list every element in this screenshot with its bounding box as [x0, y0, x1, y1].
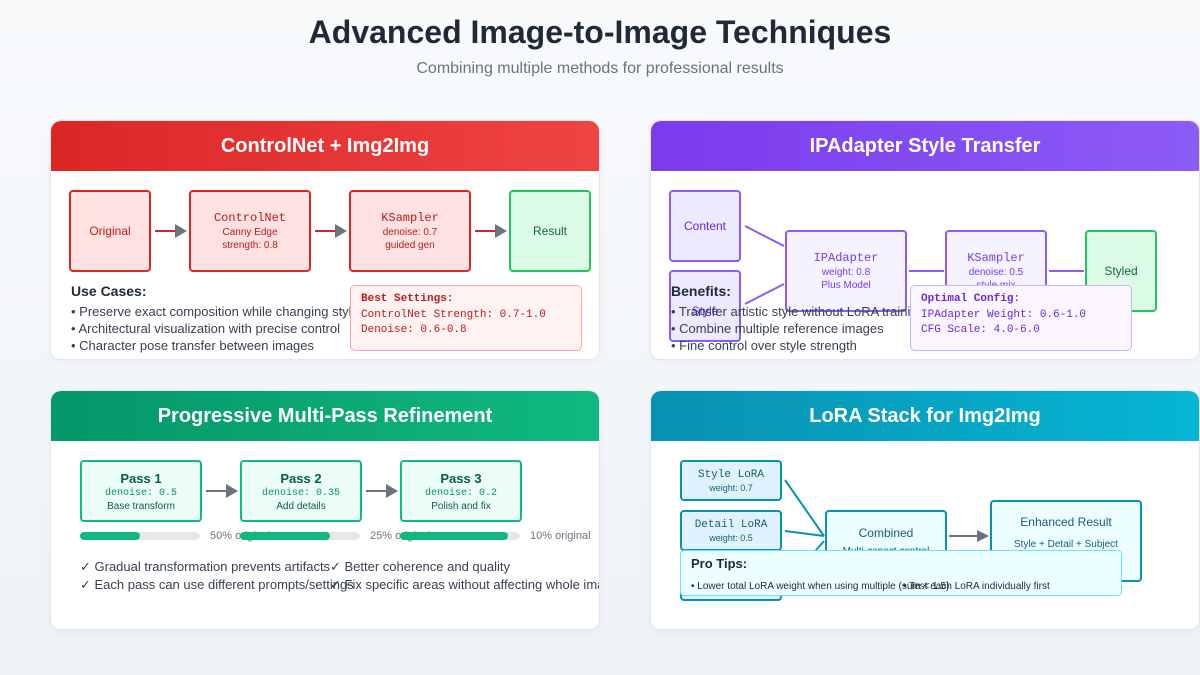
ipadapter-node-weight: weight: 0.8 [821, 267, 871, 278]
ipadapter-node: IPAdapter weight: 0.8 Plus Model [785, 230, 907, 312]
pass-2-desc: Add details [276, 500, 326, 512]
benefit-item: • Fine control over style strength [671, 338, 857, 353]
combined-node-title: Combined [858, 525, 914, 540]
controlnet-node-name: ControlNet [213, 211, 286, 225]
benefits-title: Benefits: [671, 283, 731, 299]
benefit-item: • Combine multiple reference images [671, 321, 884, 336]
pro-tips-title: Pro Tips: [691, 556, 748, 571]
pass-2-name: Pass 2 [280, 470, 322, 486]
pass-3-progress-bar [400, 532, 520, 540]
benefit-item: • Transfer artistic style without LoRA t… [671, 304, 925, 319]
pass-1-node: Pass 1 denoise: 0.5 Base transform [80, 460, 202, 522]
optimal-config-title: Optimal Config: [921, 293, 1021, 305]
style-node: Style [669, 270, 741, 342]
use-cases-title: Use Cases: [71, 283, 147, 299]
pass-2-progress-bar [240, 532, 360, 540]
detail-lora-node: Detail LoRA weight: 0.5 [680, 510, 782, 551]
pass-3-progress-fill [400, 532, 508, 540]
controlnet-panel: ControlNet + Img2Img Original ControlNet… [50, 120, 600, 360]
controlnet-node-preprocessor: Canny Edge [222, 227, 278, 238]
lora-panel-title: LoRA Stack for Img2Img [651, 391, 1199, 441]
ipadapter-node-name: IPAdapter [813, 251, 879, 265]
pass-1-progress-fill [80, 532, 140, 540]
result-node-label: Result [532, 224, 567, 238]
best-settings-box: Best Settings: ControlNet Strength: 0.7-… [350, 285, 582, 351]
pass-arrow-1 [206, 484, 238, 498]
combined-result-arrowhead [977, 530, 989, 542]
style-connector [744, 283, 785, 305]
enhanced-result-title: Enhanced Result [1020, 514, 1112, 529]
ipadapter-node-model: Plus Model [821, 280, 871, 291]
ipadapter-panel-title: IPAdapter Style Transfer [651, 121, 1199, 171]
pass-3-param: denoise: 0.2 [424, 487, 497, 499]
controlnet-node: ControlNet Canny Edge strength: 0.8 [189, 190, 311, 272]
pass-3-name: Pass 3 [440, 470, 482, 486]
pass-3-progress-label: 10% original [530, 530, 591, 542]
style-lora-connector [784, 479, 825, 537]
lora-panel: LoRA Stack for Img2Img Style LoRA weight… [650, 390, 1200, 630]
pass-1-desc: Base transform [107, 500, 175, 512]
multipass-benefit: ✓ Gradual transformation prevents artifa… [80, 559, 331, 574]
ipadapter-connectors [744, 225, 1084, 305]
arrow-1 [155, 224, 187, 238]
use-cases-list: • Preserve exact composition while chang… [71, 303, 359, 354]
multipass-benefit: ✓ Fix specific areas without affecting w… [330, 577, 600, 592]
ksampler-node-mode: guided gen [385, 240, 435, 251]
pass-arrow-2 [366, 484, 398, 498]
pro-tips-box: Pro Tips: • Lower total LoRA weight when… [680, 550, 1122, 596]
multipass-benefit: ✓ Better coherence and quality [330, 559, 511, 574]
controlnet-node-strength: strength: 0.8 [222, 240, 278, 251]
style-lora-weight: weight: 0.7 [709, 482, 753, 493]
detail-lora-weight: weight: 0.5 [709, 532, 753, 543]
benefits-list: • Transfer artistic style without LoRA t… [671, 303, 925, 354]
use-case-item: • Preserve exact composition while chang… [71, 304, 359, 319]
page-title: Advanced Image-to-Image Techniques [308, 14, 892, 50]
pro-tip-item: • Lower total LoRA weight when using mul… [691, 581, 950, 592]
config-line: CFG Scale: 4.0-6.0 [921, 324, 1040, 336]
ksampler-node-name: KSampler [381, 211, 439, 225]
detail-lora-name: Detail LoRA [694, 518, 768, 531]
style-lora-node: Style LoRA weight: 0.7 [680, 460, 782, 501]
config-line: IPAdapter Weight: 0.6-1.0 [921, 309, 1087, 321]
ipadapter-panel: IPAdapter Style Transfer Content Style I… [650, 120, 1200, 360]
pass-1-name: Pass 1 [120, 470, 162, 486]
pro-tip-item: • Test each LoRA individually first [903, 581, 1050, 592]
pass-1-progress-bar [80, 532, 200, 540]
content-connector [744, 225, 785, 247]
arrow-3 [475, 224, 507, 238]
content-node: Content [669, 190, 741, 262]
pass-2-param: denoise: 0.35 [261, 487, 340, 499]
controlnet-panel-title: ControlNet + Img2Img [51, 121, 599, 171]
multipass-panel: Progressive Multi-Pass Refinement Pass 1… [50, 390, 600, 630]
content-node-label: Content [683, 219, 727, 233]
ipadapter-ksampler-name: KSampler [967, 251, 1025, 265]
multipass-panel-title: Progressive Multi-Pass Refinement [51, 391, 599, 441]
original-node: Original [69, 190, 151, 272]
settings-line: ControlNet Strength: 0.7-1.0 [361, 309, 546, 321]
style-lora-name: Style LoRA [697, 468, 764, 481]
pass-1-param: denoise: 0.5 [104, 487, 177, 499]
original-node-label: Original [89, 224, 131, 238]
best-settings-title: Best Settings: [361, 293, 454, 305]
settings-line: Denoise: 0.6-0.8 [361, 324, 467, 336]
multipass-benefit: ✓ Each pass can use different prompts/se… [80, 577, 354, 592]
use-case-item: • Architectural visualization with preci… [71, 321, 341, 336]
pass-2-progress-fill [240, 532, 330, 540]
ksampler-node-denoise: denoise: 0.7 [382, 227, 438, 238]
style-node-label: Style [691, 304, 719, 318]
pass-3-node: Pass 3 denoise: 0.2 Polish and fix [400, 460, 522, 522]
pass-2-node: Pass 2 denoise: 0.35 Add details [240, 460, 362, 522]
arrow-2 [315, 224, 347, 238]
ipadapter-ksampler-denoise: denoise: 0.5 [968, 267, 1024, 278]
page-subtitle: Combining multiple methods for professio… [416, 60, 784, 77]
detail-lora-connector [784, 530, 825, 537]
ksampler-node: KSampler denoise: 0.7 guided gen [349, 190, 471, 272]
optimal-config-box: Optimal Config: IPAdapter Weight: 0.6-1.… [910, 285, 1132, 351]
styled-node-label: Styled [1104, 264, 1138, 278]
enhanced-result-sub: Style + Detail + Subject [1014, 538, 1118, 550]
result-node: Result [509, 190, 591, 272]
use-case-item: • Character pose transfer between images [71, 338, 315, 353]
pass-3-desc: Polish and fix [431, 500, 491, 512]
